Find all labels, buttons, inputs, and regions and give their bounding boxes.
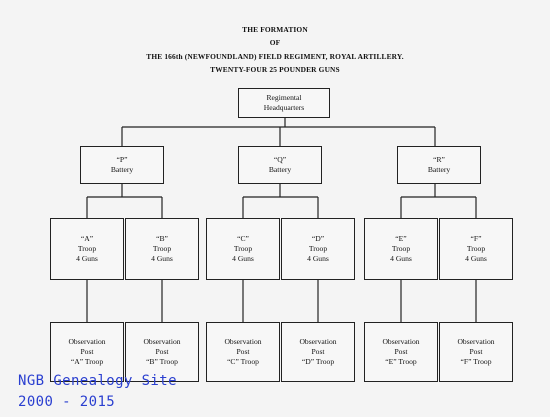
hq-label-line1: Regimental [266,93,302,102]
battery-q-box: “Q” Battery [238,146,322,184]
watermark-site-name: NGB Genealogy Site [18,373,177,389]
op-c-line2: Post [236,347,250,356]
op-e-line1: Observation [382,337,420,346]
battery-q-letter: “Q” [273,155,287,164]
op-f-line1: Observation [457,337,495,346]
observation-post-e-box: Observation Post “E” Troop [364,322,438,382]
op-e-line3: “E” Troop [385,357,417,366]
battery-q-label: Battery [268,165,292,174]
troop-b-box: “B” Troop 4 Guns [125,218,199,280]
op-f-line3: “F” Troop [460,357,492,366]
troop-c-box: “C” Troop 4 Guns [206,218,280,280]
op-b-line1: Observation [143,337,181,346]
observation-post-f-box: Observation Post “F” Troop [439,322,513,382]
battery-p-letter: “P” [116,155,128,164]
observation-post-b-box: Observation Post “B” Troop [125,322,199,382]
title-line-3: THE 166th (NEWFOUNDLAND) FIELD REGIMENT,… [146,52,404,61]
troop-d-box: “D” Troop 4 Guns [281,218,355,280]
observation-post-c-box: Observation Post “C” Troop [206,322,280,382]
regimental-headquarters-box: Regimental Headquarters [238,88,330,118]
op-b-line3: “B” Troop [146,357,178,366]
troop-a-letter: “A” [80,234,94,243]
troop-a-guns: 4 Guns [76,254,98,263]
op-e-line2: Post [394,347,408,356]
battery-r-letter: “R” [433,155,445,164]
observation-post-d-box: Observation Post “D” Troop [281,322,355,382]
troop-d-guns: 4 Guns [307,254,329,263]
troop-b-label: Troop [152,244,172,253]
title-line-4: TWENTY-FOUR 25 POUNDER GUNS [210,65,340,74]
op-f-line2: Post [469,347,483,356]
op-d-line2: Post [311,347,325,356]
troop-d-label: Troop [308,244,328,253]
title-line-1: THE FORMATION [242,25,308,34]
troop-f-box: “F” Troop 4 Guns [439,218,513,280]
troop-e-label: Troop [391,244,411,253]
troop-c-letter: “C” [237,234,249,243]
op-a-line1: Observation [68,337,106,346]
op-a-line3: “A” Troop [70,357,104,366]
troop-f-letter: “F” [470,234,482,243]
troop-b-letter: “B” [156,234,168,243]
troop-e-guns: 4 Guns [390,254,412,263]
hq-label-line2: Headquarters [263,103,305,112]
troop-c-label: Troop [233,244,253,253]
title-line-2: OF [269,38,281,47]
op-c-line1: Observation [224,337,262,346]
troop-f-guns: 4 Guns [465,254,487,263]
battery-p-label: Battery [110,165,134,174]
troop-a-label: Troop [77,244,97,253]
troop-e-letter: “E” [395,234,407,243]
watermark-years: 2000 - 2015 [18,394,116,410]
troop-f-label: Troop [466,244,486,253]
op-d-line3: “D” Troop [301,357,335,366]
battery-p-box: “P” Battery [80,146,164,184]
troop-d-letter: “D” [311,234,325,243]
op-b-line2: Post [155,347,169,356]
troop-e-box: “E” Troop 4 Guns [364,218,438,280]
troop-a-box: “A” Troop 4 Guns [50,218,124,280]
op-d-line1: Observation [299,337,337,346]
observation-post-a-box: Observation Post “A” Troop [50,322,124,382]
troop-c-guns: 4 Guns [232,254,254,263]
troop-b-guns: 4 Guns [151,254,173,263]
battery-r-label: Battery [427,165,451,174]
op-a-line2: Post [80,347,94,356]
battery-r-box: “R” Battery [397,146,481,184]
op-c-line3: “C” Troop [227,357,259,366]
